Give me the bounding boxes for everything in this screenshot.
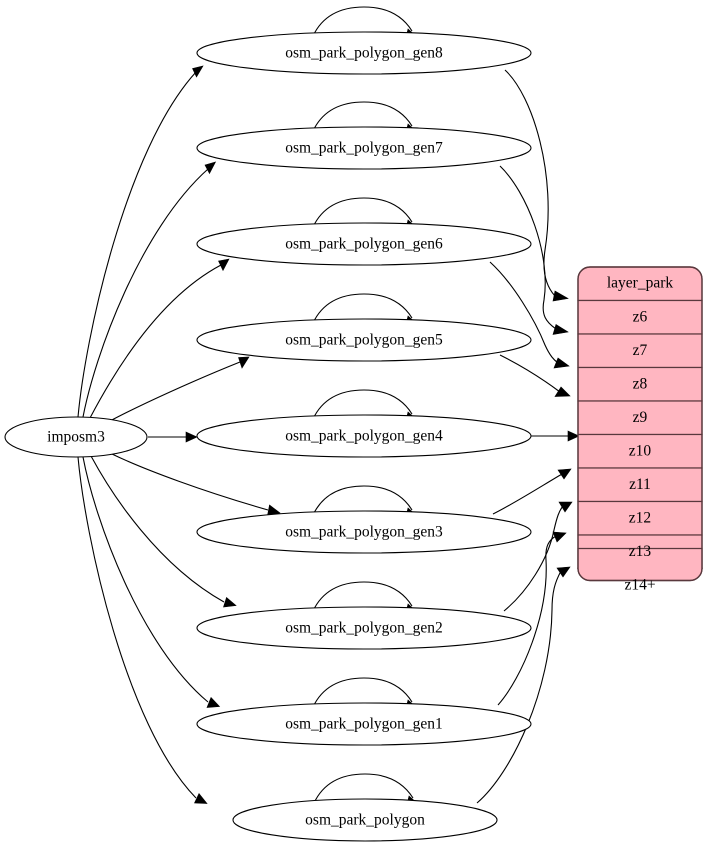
node-gen6[interactable]: osm_park_polygon_gen6 [196,222,532,266]
node-gen4[interactable]: osm_park_polygon_gen4 [196,414,532,458]
arrowhead-z11 [557,468,572,480]
layer-park-row-z9[interactable] [577,400,703,436]
arrowhead-z7 [552,324,569,335]
self-loop-gen3 [312,485,413,516]
arrowhead-z10 [567,430,580,442]
gen3-ellipse[interactable] [196,510,532,554]
node-gen8[interactable]: osm_park_polygon_gen8 [196,31,532,75]
layer-park-header-label: layer_park [607,275,674,292]
gen4-ellipse[interactable] [196,414,532,458]
gen6-ellipse[interactable] [196,222,532,266]
gen7-ellipse[interactable] [196,126,532,170]
arrowhead-gen2 [223,596,237,608]
edge-imposm3-to-gen3 [111,453,269,511]
edge-gen1-to-z13 [497,535,557,706]
arrowhead-z14 [556,566,571,578]
node-base[interactable]: osm_park_polygon [232,798,498,842]
gen6-label: osm_park_polygon_gen6 [285,236,443,253]
arrowhead-z13 [552,531,567,543]
edge-imposm3-to-gen1 [82,456,209,703]
layer-park-label-z12: z12 [629,510,651,527]
edge-imposm3-to-gen5 [109,361,241,422]
layer-park-label-z11: z11 [629,476,651,493]
arrowhead-gen1 [206,696,221,708]
layer-park-label-z10: z10 [629,443,652,460]
edge-imposm3-to-gen7 [82,168,209,418]
gen1-ellipse[interactable] [196,702,532,746]
layer-park-label-z9: z9 [633,409,648,426]
edge-gen5-to-z9 [499,354,561,393]
imposm3-ellipse[interactable] [4,416,148,458]
self-loop-gen6 [312,197,413,228]
layer-park-label-z13: z13 [629,543,652,560]
node-gen5[interactable]: osm_park_polygon_gen5 [196,318,532,362]
gen5-ellipse[interactable] [196,318,532,362]
node-gen2[interactable]: osm_park_polygon_gen2 [196,606,532,650]
gen2-ellipse[interactable] [196,606,532,650]
node-gen1[interactable]: osm_park_polygon_gen1 [196,702,532,746]
arrowhead-gen8 [192,65,204,78]
base-ellipse[interactable] [232,798,498,842]
gen8-ellipse[interactable] [196,31,532,75]
self-loop-gen5 [312,293,413,324]
node-gen7[interactable]: osm_park_polygon_gen7 [196,126,532,170]
gen7-label: osm_park_polygon_gen7 [285,140,443,157]
gen8-label: osm_park_polygon_gen8 [285,45,443,62]
arrowhead-gen7 [204,161,217,175]
layer-park-outline [577,266,703,582]
imposm3-label: imposm3 [47,429,105,446]
self-loop-gen4 [312,389,413,420]
gen3-label: osm_park_polygon_gen3 [285,524,443,541]
edge-gen6-to-z8 [489,261,559,364]
edge-imposm3-to-gen6 [89,264,222,419]
node-imposm3[interactable]: imposm3 [4,416,148,458]
layer-park-label-z6: z6 [633,309,648,326]
edges-nodes-to-layer [476,69,580,804]
edge-gen3-to-z11 [492,473,563,515]
layer-park-label-z8: z8 [633,376,648,393]
edge-gen2-to-z12 [503,505,564,612]
gen5-label: osm_park_polygon_gen5 [285,332,443,349]
arrowhead-gen6 [218,258,230,272]
gen1-label: osm_park_polygon_gen1 [285,716,443,733]
self-loop-gen1 [312,677,413,708]
edge-gen8-to-z6 [504,69,556,297]
edge-base-to-z14 [476,570,562,804]
edge-imposm3-to-base [77,456,197,799]
edge-imposm3-to-gen2 [90,455,225,603]
arrowhead-base [194,792,208,804]
gen2-label: osm_park_polygon_gen2 [285,620,443,637]
arrowhead-z9 [554,386,571,397]
node-gen3[interactable]: osm_park_polygon_gen3 [196,510,532,554]
arrowhead-gen5 [238,356,250,369]
node-layer-park-table[interactable]: layer_park z6 z7 z8 z9 z10 z11 z12 z13 z… [577,266,703,594]
gen4-label: osm_park_polygon_gen4 [285,428,443,445]
arrowhead-z8 [553,357,570,369]
self-loop-gen2 [312,581,413,612]
arrowhead-gen4 [185,431,198,443]
layer-park-label-z7: z7 [633,342,648,359]
self-loop-gen8 [312,6,413,37]
edges-source-to-nodes [77,65,281,804]
base-label: osm_park_polygon [305,812,425,829]
edge-gen7-to-z7 [499,165,557,330]
self-loop-gen7 [312,101,413,132]
edge-imposm3-to-gen8 [77,71,197,418]
arrowhead-z12 [558,501,573,513]
layer-park-label-z14plus: z14+ [624,577,655,594]
arrowhead-z6 [552,290,569,302]
self-loop-base [313,773,414,804]
